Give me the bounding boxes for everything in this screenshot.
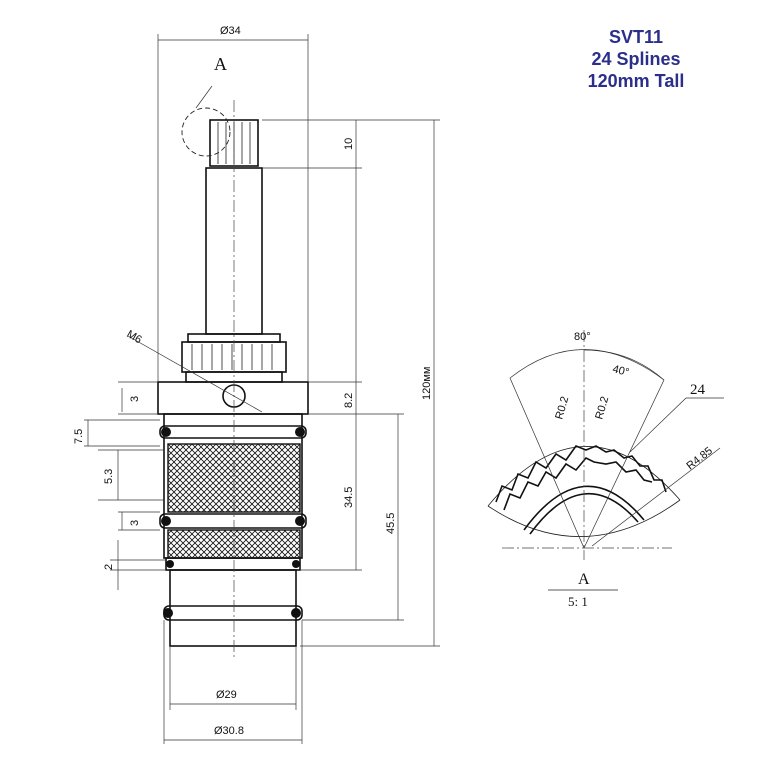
dim-8-2: 8.2 xyxy=(343,393,355,408)
dimensions: Ø34 10 8.2 34.5 45.5 120мм M6 3 7.5 xyxy=(73,25,440,744)
dim-3-mid: 3 xyxy=(129,520,141,526)
dim-2: 2 xyxy=(103,564,115,570)
detail-spline-count: 24 xyxy=(690,382,706,398)
dim-bottom-outer: Ø30.8 xyxy=(214,725,244,737)
dim-34-5: 34.5 xyxy=(343,487,355,508)
collar xyxy=(157,381,309,415)
bottom-skirt xyxy=(169,569,297,647)
detail-angle-total: 80° xyxy=(574,331,591,343)
detail-view-label: A xyxy=(578,571,590,588)
product-title-block: SVT11 24 Splines 120mm Tall xyxy=(556,26,716,92)
dim-3-top: 3 xyxy=(129,396,141,402)
detail-a-label: A xyxy=(214,54,227,74)
dim-total-height: 120мм xyxy=(421,367,433,400)
product-height: 120mm Tall xyxy=(587,71,685,91)
detail-angle-half: 40° xyxy=(611,363,630,379)
detail-scale: 5: 1 xyxy=(568,594,588,609)
detail-outer-radius: R4.85 xyxy=(684,445,715,473)
dim-45-5: 45.5 xyxy=(385,513,397,534)
dim-5-3: 5.3 xyxy=(103,469,115,484)
product-model: SVT11 xyxy=(608,27,664,47)
detail-a-view: 80° 40° R0.2 R0.2 24 R4.85 A 5: 1 xyxy=(487,330,724,609)
detail-a-callout: A xyxy=(181,54,231,157)
dim-bottom-inner: Ø29 xyxy=(216,689,237,701)
detail-radius-right: R0.2 xyxy=(593,395,611,421)
detail-radius-left: R0.2 xyxy=(553,395,571,421)
cartridge-body xyxy=(157,100,309,660)
dim-7-5: 7.5 xyxy=(73,429,85,444)
dim-spline-height: 10 xyxy=(343,138,355,150)
product-splines: 24 Splines xyxy=(591,49,681,69)
dim-top-width: Ø34 xyxy=(220,25,241,37)
